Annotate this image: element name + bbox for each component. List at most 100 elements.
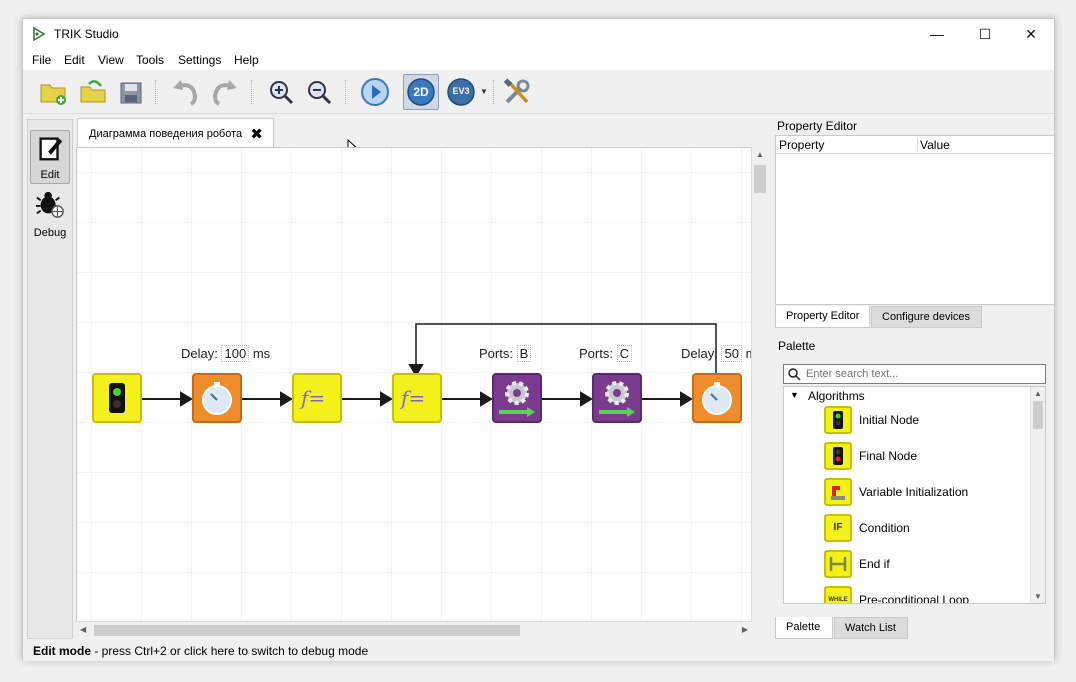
function-symbol-2: f= [401,386,426,410]
edit-mode-button[interactable]: Edit [30,130,70,184]
property-editor-table[interactable]: Property Value [775,135,1055,305]
run-icon[interactable] [359,76,391,108]
palette-item-pre-conditional-loop[interactable]: WHILE Pre-conditional Loop [824,585,1024,604]
title-bar: TRIK Studio — ☐ ✕ [23,19,1054,50]
robot-settings-tools-icon[interactable] [501,76,533,108]
while-loop-icon: WHILE [824,586,852,603]
motors-forward-block-1[interactable] [492,373,542,423]
property-table-header: Property Value [776,136,1054,154]
maximize-button[interactable]: ☐ [978,26,992,42]
tab-configure-devices[interactable]: Configure devices [871,306,982,328]
palette-scroll-thumb[interactable] [1033,401,1043,429]
status-text[interactable]: Edit mode - press Ctrl+2 or click here t… [33,644,368,658]
ports-2-value[interactable]: C [616,345,632,362]
ports-1-value[interactable]: B [516,345,532,362]
mode-2d-button[interactable]: 2D [403,74,439,110]
ports-1-key: Ports: [479,346,513,361]
palette-search-input[interactable] [804,366,1040,382]
toolbar-separator [493,80,495,104]
vertical-scroll-thumb[interactable] [754,165,766,193]
palette-scrollbar[interactable]: ▲ ▼ [1030,387,1045,603]
close-tab-icon[interactable]: ✖ [250,126,263,143]
menu-settings[interactable]: Settings [178,53,222,67]
stopwatch-icon [202,382,232,415]
palette-item-label: Pre-conditional Loop [859,593,970,604]
menu-file[interactable]: File [32,53,52,67]
palette-item-final-node[interactable]: Final Node [824,441,1024,471]
motors-forward-block-2[interactable] [592,373,642,423]
status-hint: - press Ctrl+2 or click here to switch t… [91,644,369,658]
palette-item-label: End if [859,557,890,571]
2d-model-icon [407,78,435,106]
menu-tools[interactable]: Tools [136,53,165,67]
collapse-arrow-icon[interactable]: ▼ [790,390,799,400]
debug-mode-button[interactable]: Debug [30,187,70,241]
tab-property-editor[interactable]: Property Editor [775,306,870,328]
menu-view[interactable]: View [98,53,124,67]
status-bar[interactable]: Edit mode - press Ctrl+2 or click here t… [23,641,1054,661]
scroll-left-icon[interactable]: ◀ [80,625,87,634]
tab-watch-list[interactable]: Watch List [834,617,908,639]
palette-item-variable-initialization[interactable]: Variable Initialization [824,477,1024,507]
minimize-button[interactable]: — [930,26,944,42]
property-column-header[interactable]: Property [779,138,825,152]
delay-1-key: Delay: [181,346,218,361]
new-project-icon[interactable] [37,76,69,108]
timer-block-2[interactable] [692,373,742,423]
redo-icon[interactable] [209,76,241,108]
delay-2-value[interactable]: 50 [721,345,742,362]
document-tab-bar: Диаграмма поведения робота ✖ [76,116,776,149]
palette-title: Palette [778,339,816,353]
tab-palette[interactable]: Palette [775,617,833,639]
toolbar-separator [251,80,253,104]
stopwatch-icon [702,382,732,415]
horizontal-scroll-thumb[interactable] [94,625,520,636]
scroll-up-icon[interactable]: ▲ [756,150,764,159]
diagram-tab-label: Диаграмма поведения робота [89,128,243,140]
initial-node-block[interactable] [92,373,142,423]
zoom-in-icon[interactable] [265,76,297,108]
ev3-dropdown-icon[interactable]: ▼ [480,87,488,96]
open-project-icon[interactable] [77,76,109,108]
palette-item-initial-node[interactable]: Initial Node [824,405,1024,435]
palette-item-label: Initial Node [859,413,920,427]
function-block-1[interactable]: f= [292,373,342,423]
delay-2-unit: m [746,346,751,361]
mode-2d-label: 2D [413,85,429,99]
canvas-horizontal-scrollbar[interactable]: ◀ ▶ [76,621,752,638]
save-icon[interactable] [115,76,147,108]
palette-scroll-up-icon[interactable]: ▲ [1034,389,1042,398]
search-icon [788,368,801,381]
palette-item-end-if[interactable]: End if [824,549,1024,579]
palette-item-label: Condition [859,521,910,535]
menu-help[interactable]: Help [234,53,259,67]
palette-search-box[interactable] [783,364,1046,384]
timer-block-1[interactable] [192,373,242,423]
end-if-icon [824,550,852,578]
ev3-icon [447,78,475,106]
function-block-2[interactable]: f= [392,373,442,423]
delay-label-2: Delay: 50 m [681,345,751,362]
close-window-button[interactable]: ✕ [1025,26,1037,42]
diagram-tab[interactable]: Диаграмма поведения робота ✖ [77,118,274,149]
value-column-header[interactable]: Value [917,138,950,152]
canvas-vertical-scrollbar[interactable]: ▲ [751,147,768,623]
menu-edit[interactable]: Edit [64,53,85,67]
zoom-out-icon[interactable] [303,76,335,108]
palette-list[interactable]: ▼ Algorithms Initial Node Final Node Var… [783,386,1046,604]
property-editor-title: Property Editor [777,119,858,133]
undo-icon[interactable] [169,76,201,108]
ev3-robot-button[interactable]: EV3 [445,76,477,108]
palette-scroll-down-icon[interactable]: ▼ [1034,592,1042,601]
palette-item-condition[interactable]: IF Condition [824,513,1024,543]
scroll-right-icon[interactable]: ▶ [741,625,748,634]
trik-logo-icon [33,26,46,42]
toolbar: 2D EV3 ▼ [23,70,1054,114]
delay-1-value[interactable]: 100 [221,345,250,362]
status-mode: Edit mode [33,644,92,658]
ports-label-2: Ports: C [579,345,632,362]
initial-node-icon [824,406,852,434]
palette-group-algorithms[interactable]: Algorithms [808,389,865,403]
final-node-icon [824,442,852,470]
toolbar-separator [155,80,157,104]
